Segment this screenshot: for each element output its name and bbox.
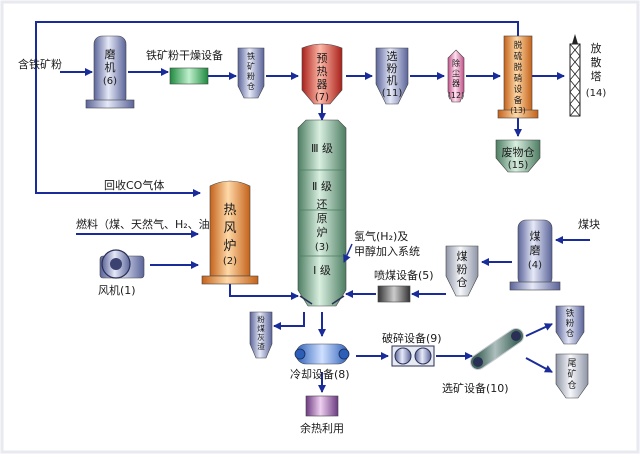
flow-lines xyxy=(35,21,590,393)
preheater-char-2: 热 xyxy=(317,65,328,78)
dust-char-3: 器 xyxy=(452,79,460,88)
coal-mill: 煤 磨 (4) xyxy=(509,219,561,291)
dust-collector: 除 尘 器 (12) xyxy=(447,49,465,103)
hot-stove-char-1: 热 xyxy=(223,203,236,218)
dryer-label: 铁矿粉干燥设备 xyxy=(146,48,223,62)
iron-ore-input-label: 含铁矿粉 xyxy=(18,57,62,71)
waste-bin-label: 废物仓 xyxy=(502,145,535,159)
heat-recovery-label: 余热利用 xyxy=(300,421,344,435)
coal-lump-label: 煤块 xyxy=(578,218,600,231)
dust-number: (12) xyxy=(448,91,464,100)
preheater-char-3: 器 xyxy=(317,78,328,91)
hydrogen-label-line1: 氢气(H₂)及 xyxy=(354,229,408,243)
tower-char-2: 散 xyxy=(591,55,602,69)
ash-char-3: 灰 xyxy=(257,332,265,342)
hydrogen-label-line2: 甲醇加入系统 xyxy=(354,244,420,258)
tail-bin-char-1: 尾 xyxy=(567,358,576,369)
reactor-number: (3) xyxy=(315,242,329,253)
coal-bin-char-3: 仓 xyxy=(457,275,468,289)
iron-powder-bin: 铁 粉 仓 xyxy=(555,305,585,345)
stage-1-label: Ⅰ 级 xyxy=(313,264,331,277)
waste-bin-number: (15) xyxy=(508,160,529,171)
desulf-char-3: 脱 xyxy=(514,62,523,73)
stage-3-label: Ⅲ 级 xyxy=(311,142,333,155)
hot-stove-char-3: 炉 xyxy=(223,239,236,254)
crusher-label: 破碎设备(9) xyxy=(382,331,442,345)
blower-fan xyxy=(99,249,145,279)
hot-stove-number: (2) xyxy=(223,256,237,267)
ore-bin-char-2: 矿 xyxy=(247,61,255,71)
hot-stove: 热 风 炉 (2) xyxy=(201,180,259,285)
dryer-unit xyxy=(169,67,209,85)
dust-char-1: 除 xyxy=(452,58,460,68)
coal-mill-char-1: 煤 xyxy=(530,230,541,243)
iron-bin-char-1: 铁 xyxy=(566,308,575,319)
tail-bin-char-2: 矿 xyxy=(567,368,576,380)
desulf-char-1: 脱 xyxy=(514,40,523,51)
ash-char-2: 煤 xyxy=(257,323,265,333)
stage-2-label: Ⅱ 级 xyxy=(312,180,332,193)
preheater-number: (7) xyxy=(315,92,329,103)
vent-tower: 放 散 塔 (14) xyxy=(569,34,607,117)
coal-spray-label: 喷煤设备(5) xyxy=(374,268,434,282)
tower-char-3: 塔 xyxy=(591,70,602,83)
ash-char-1: 粉 xyxy=(257,314,265,324)
iron-bin-char-3: 仓 xyxy=(566,328,575,339)
desulf-char-2: 硫 xyxy=(514,51,523,62)
coal-mill-number: (4) xyxy=(528,260,542,271)
ash-bin: 粉 煤 灰 渣 xyxy=(249,311,273,359)
fan-label: 风机(1) xyxy=(98,283,136,297)
tail-bin-char-3: 仓 xyxy=(567,379,576,391)
hot-stove-char-2: 风 xyxy=(223,221,236,236)
separator-char-2: 粉 xyxy=(387,62,398,75)
ore-bin-char-3: 粉 xyxy=(247,71,255,81)
cooler xyxy=(294,343,350,365)
desulf-char-5: 设 xyxy=(514,84,523,95)
crusher-unit xyxy=(391,345,435,367)
separator-char-1: 选 xyxy=(387,50,398,63)
iron-bin-char-2: 粉 xyxy=(566,318,575,329)
mill-char-2: 机 xyxy=(105,60,116,74)
co-return-label: 回收CO气体 xyxy=(104,178,164,192)
coal-mill-char-2: 磨 xyxy=(530,244,541,257)
powder-separator: 选 粉 机 (11) xyxy=(375,47,409,105)
cooler-label: 冷却设备(8) xyxy=(290,367,350,381)
desulf-char-6: 备 xyxy=(514,95,523,106)
hydrogen-arrow xyxy=(343,243,353,263)
preheater-char-1: 预 xyxy=(317,52,328,65)
desulf-char-4: 硝 xyxy=(514,73,523,84)
mill-number: (6) xyxy=(103,76,117,87)
dust-char-2: 尘 xyxy=(452,68,460,78)
ore-bin-char-4: 仓 xyxy=(247,81,255,91)
tower-char-1: 放 xyxy=(591,41,602,55)
coal-bin-char-2: 粉 xyxy=(457,263,468,276)
coal-spray-unit xyxy=(377,285,411,303)
magnetic-separator xyxy=(470,328,524,370)
ore-bin: 铁 矿 粉 仓 xyxy=(237,47,265,99)
tailings-bin: 尾 矿 仓 xyxy=(555,353,589,399)
desulf-number: (13) xyxy=(510,106,525,115)
separator-char-3: 机 xyxy=(387,73,398,87)
reduction-reactor: Ⅲ 级 Ⅱ 级 还 原 炉 (3) Ⅰ 级 xyxy=(297,119,347,307)
preheater: 预 热 器 (7) xyxy=(301,43,343,105)
coal-bin-char-1: 煤 xyxy=(457,250,468,263)
reactor-char-1: 还 xyxy=(317,198,328,211)
tower-number: (14) xyxy=(586,88,607,99)
ore-bin-char-1: 铁 xyxy=(247,51,255,61)
reactor-char-2: 原 xyxy=(317,212,328,225)
ore-mill: 磨 机 (6) xyxy=(85,35,135,109)
separator-number: (11) xyxy=(382,88,403,99)
desulfurization-unit: 脱 硫 脱 硝 设 备 (13) xyxy=(497,35,539,119)
waste-bin: 废物仓 (15) xyxy=(495,139,541,173)
reactor-char-3: 炉 xyxy=(317,226,328,239)
mill-char-1: 磨 xyxy=(105,48,116,61)
fuel-label: 燃料（煤、天然气、H₂、油） xyxy=(76,217,221,231)
magnetic-label: 选矿设备(10) xyxy=(442,381,509,395)
ash-char-4: 渣 xyxy=(257,341,265,351)
coal-powder-bin: 煤 粉 仓 xyxy=(445,245,479,297)
heat-recovery-unit xyxy=(305,395,339,417)
